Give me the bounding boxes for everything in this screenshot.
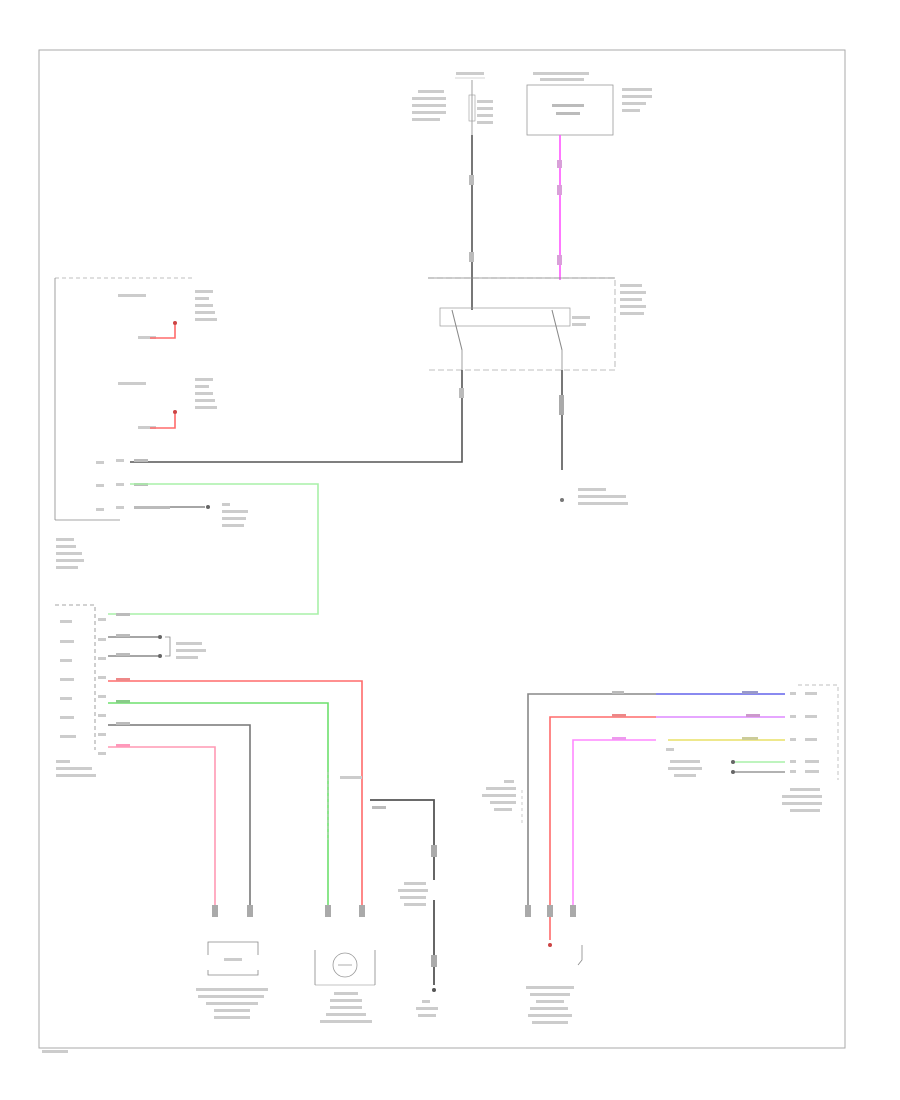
wire-right-magenta [572,739,656,912]
wire-switch-left [130,370,463,463]
wire-light-green [108,483,319,615]
footer-code [42,1050,68,1053]
wire-magenta-marker-2 [557,185,562,195]
conn-marker-green [325,905,331,917]
wire-pink-main [108,746,216,912]
shield-annotation [327,772,437,880]
left-switch-assembly [54,277,217,569]
ecu-wire-pin3-end [158,654,162,658]
ecu-connector [55,604,106,777]
wire-right-green-end [731,760,735,764]
ecu-wire-label-1 [116,613,130,616]
diagram-border [38,49,846,1049]
bottom-ground [398,882,438,1017]
conn-marker-red [359,905,365,917]
wire-red-main [108,680,363,912]
right-mid-label [482,780,523,825]
wire-gray-main [108,724,251,912]
wire-right-gray-end [731,770,735,774]
bottom-sensor-2 [314,950,376,1023]
ecu-wire-label-3 [116,653,130,656]
top-relay-labels [533,72,652,115]
wire-right-blue-label [742,691,758,694]
wire-gray-label [116,722,130,725]
wire-magenta-marker-1 [557,160,562,168]
ecu-side-note [176,642,206,659]
ecu-wire-pin2-end [158,635,162,639]
wire-right-red [549,716,656,940]
ecu-wire-label-2 [116,634,130,637]
wire-right-violet-label [746,714,760,717]
bottom-sensor-3 [525,905,583,1024]
ground-top-right [560,488,628,505]
top-fuse-label-group [412,72,493,124]
right-connector [782,684,839,812]
right-ground-note [666,748,702,777]
wire-pink-label [116,744,130,747]
wire-switch-left-marker [459,388,464,398]
fuse-symbol [468,80,476,135]
conn-marker-pink [212,905,218,917]
wire-switch-ground-marker [559,395,564,415]
wire-right-red-label [612,714,626,717]
stop-light-switch [428,277,646,371]
top-relay-box [526,84,614,136]
bottom-sensor-1 [196,941,268,1019]
wire-short-right-end [206,505,210,509]
left-assembly-note [222,503,248,527]
wire-right-magenta-label [612,737,626,740]
wire-green-main [108,702,329,912]
wire-magenta-marker-3 [557,255,562,265]
wire-right-gray [527,693,785,912]
wire-fuse-marker-1 [469,175,474,185]
wire-right-gray-label [612,691,624,694]
wire-right-yellow-label [742,737,758,740]
wire-green-label [116,700,130,703]
wire-fuse-marker-2 [469,252,474,262]
ecu-wire-bracket [165,636,171,657]
wire-red-label [116,678,130,681]
conn-marker-gray [247,905,253,917]
